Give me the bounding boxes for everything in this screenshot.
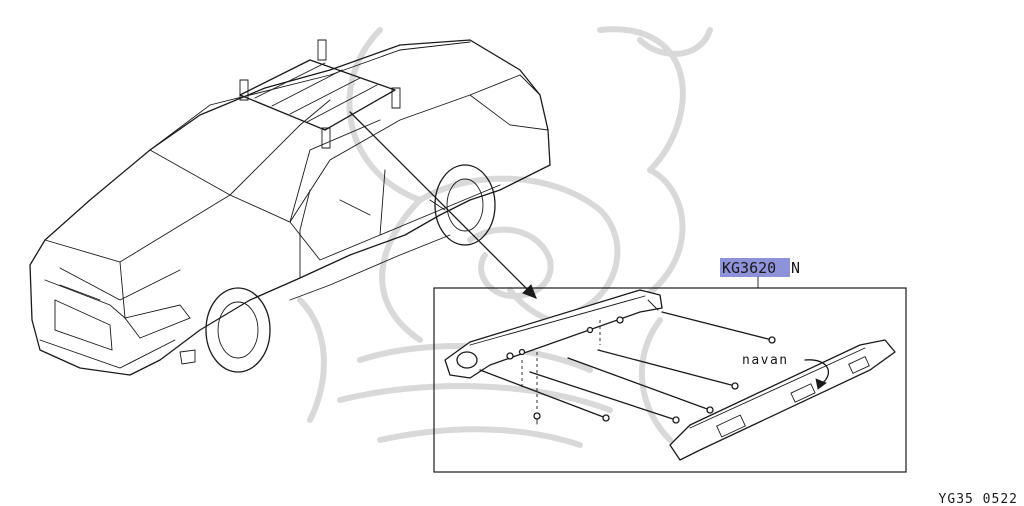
watermark-emblem (297, 26, 713, 448)
roof-rack-assembly: navan (444, 289, 896, 461)
car-illustration (29, 39, 551, 376)
rotation-arrowhead-icon (815, 378, 827, 390)
figure-code: YG35 0522 (939, 492, 1018, 506)
part-number-highlight (720, 258, 790, 277)
orientation-label: navan (742, 353, 789, 368)
part-number-suffix: N (791, 259, 800, 277)
part-number-callout: KG3620 N (720, 258, 800, 289)
part-number: KG3620 (722, 259, 776, 277)
detail-frame (433, 287, 907, 473)
crossbars (479, 311, 776, 424)
fasteners (506, 316, 624, 425)
leader-arrow (349, 111, 537, 299)
